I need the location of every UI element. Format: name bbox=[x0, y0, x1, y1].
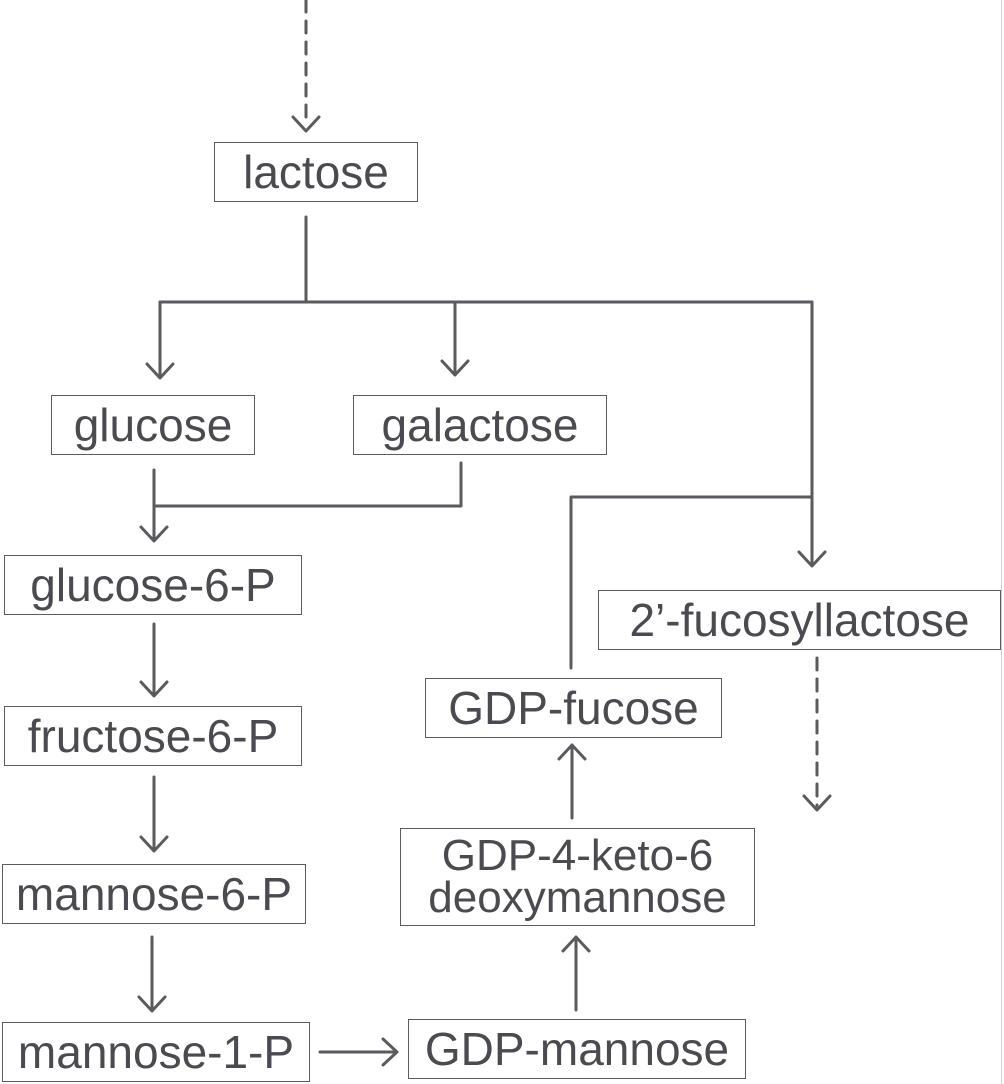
node-glucose-6-p: glucose-6-P bbox=[4, 555, 302, 615]
node-mannose-1-p-label: mannose-1-P bbox=[17, 1026, 295, 1078]
outgoing-arrowhead bbox=[802, 794, 832, 812]
f6p-to-m6p-arrowhead bbox=[139, 835, 169, 853]
node-gdp-mannose-label: GDP-mannose bbox=[424, 1023, 730, 1075]
node-mannose-6-p: mannose-6-P bbox=[2, 864, 306, 924]
m6p-to-m1p-arrowhead bbox=[137, 995, 167, 1013]
node-2-fucosyllactose-label: 2’-fucosyllactose bbox=[629, 594, 970, 646]
node-fructose-6-p: fructose-6-P bbox=[4, 706, 302, 766]
to-glucose-arrowhead bbox=[145, 362, 175, 380]
node-gdp-fucose: GDP-fucose bbox=[425, 678, 722, 738]
to-galactose-arrowhead bbox=[440, 359, 470, 377]
galactose-merge-line bbox=[152, 461, 463, 508]
gdpmannose-to-keto-arrowhead bbox=[561, 935, 591, 953]
keto-to-gdpfucose-arrowhead bbox=[557, 743, 587, 761]
gdp-fucose-join-line bbox=[569, 495, 814, 670]
to-fucosyllactose-arrowhead bbox=[797, 550, 827, 568]
node-gdp-fucose-label: GDP-fucose bbox=[448, 682, 699, 734]
node-gdp-4-keto-6-deoxymannose: GDP-4-keto-6 deoxymannose bbox=[400, 828, 755, 926]
node-mannose-6-p-label: mannose-6-P bbox=[15, 868, 293, 920]
node-fructose-6-p-label: fructose-6-P bbox=[27, 710, 279, 762]
node-glucose: glucose bbox=[51, 395, 255, 455]
node-glucose-6-p-label: glucose-6-P bbox=[30, 559, 276, 611]
node-galactose: galactose bbox=[353, 395, 607, 455]
node-gdp-keto-label-line2: deoxymannose bbox=[428, 873, 727, 922]
node-gdp-keto-label-line1: GDP-4-keto-6 bbox=[441, 831, 714, 881]
node-galactose-label: galactose bbox=[381, 399, 579, 451]
node-lactose-label: lactose bbox=[243, 146, 389, 198]
node-mannose-1-p: mannose-1-P bbox=[2, 1022, 310, 1082]
node-lactose: lactose bbox=[214, 142, 418, 202]
node-gdp-mannose: GDP-mannose bbox=[408, 1019, 746, 1079]
incoming-arrowhead bbox=[291, 115, 321, 133]
right-border bbox=[1001, 0, 1002, 1084]
to-g6p-arrowhead bbox=[139, 525, 169, 543]
g6p-to-f6p-arrowhead bbox=[139, 680, 169, 698]
node-glucose-label: glucose bbox=[73, 399, 233, 451]
node-2-fucosyllactose: 2’-fucosyllactose bbox=[598, 590, 1001, 650]
m1p-to-gdpmannose-arrowhead bbox=[381, 1037, 399, 1067]
